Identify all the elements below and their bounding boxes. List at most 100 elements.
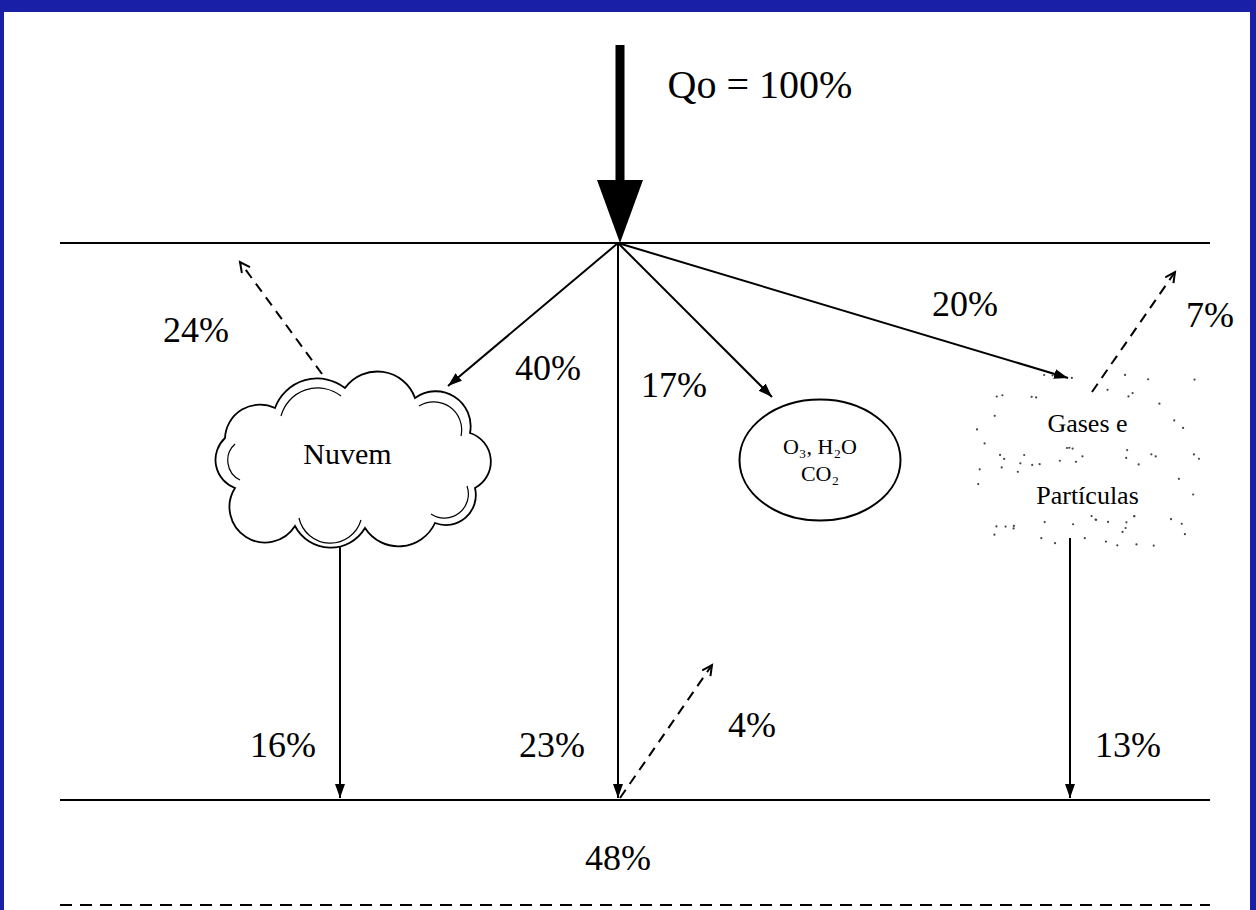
particles-region: Gases e Partículas (995, 379, 1180, 541)
particle-dot (1039, 463, 1041, 465)
particle-dot (979, 468, 981, 470)
particle-dot (1124, 374, 1126, 376)
particle-dot (1004, 525, 1006, 527)
reflected-arrow (1092, 272, 1175, 392)
percent-label: 20% (932, 286, 998, 322)
particle-dot (1003, 458, 1005, 460)
particle-dot (1066, 447, 1068, 449)
node-text: Gases e Partículas (1013, 388, 1163, 532)
particle-dot (1125, 521, 1127, 523)
particle-dot (1198, 458, 1200, 460)
particle-dot (1182, 427, 1184, 429)
particle-dot (976, 428, 978, 430)
particle-dot (1150, 453, 1152, 455)
reflected-arrow (620, 665, 712, 798)
particle-dot (1051, 374, 1053, 376)
particle-dot (1193, 453, 1195, 455)
particle-dot (1081, 455, 1083, 457)
dots-outline (995, 379, 1180, 541)
particle-dot (1031, 396, 1033, 398)
ellipse-outline (740, 400, 901, 521)
percent-label: 40% (515, 350, 581, 386)
flux-arrow (448, 243, 618, 386)
flux-arrow (618, 243, 1068, 378)
particle-dot (1001, 394, 1003, 396)
particle-dot (1017, 471, 1019, 473)
particle-dot (1173, 419, 1175, 421)
particle-dot (1170, 518, 1172, 520)
percent-label: 23% (519, 727, 585, 763)
reflected-arrow (240, 262, 322, 374)
particle-dot (1158, 403, 1160, 405)
particle-dot (1124, 527, 1126, 529)
cloud-outline (216, 372, 491, 548)
particle-dot (1019, 462, 1021, 464)
ellipse-outline (738, 398, 902, 522)
particle-dot (1044, 521, 1046, 523)
surface-line (60, 799, 1210, 801)
particle-dot (977, 483, 979, 485)
particle-dot (1138, 463, 1140, 465)
particle-dot (1023, 454, 1025, 456)
diffuse-arrow (1069, 538, 1071, 798)
particle-dot (999, 454, 1001, 456)
particle-dot (993, 534, 995, 536)
particle-dot (1131, 392, 1133, 394)
particle-dot (1068, 447, 1070, 449)
particle-dot (1116, 544, 1118, 546)
particle-dot (1054, 542, 1056, 544)
particle-dot (983, 442, 985, 444)
percent-label: 13% (1095, 727, 1161, 763)
particle-dot (996, 395, 998, 397)
percent-label: 17% (641, 367, 707, 403)
particle-dot (1059, 460, 1061, 462)
top-of-atmosphere-line (60, 242, 1210, 244)
particle-dot (1127, 395, 1129, 397)
particle-dot (1135, 543, 1137, 545)
particle-dot (1107, 521, 1109, 523)
particle-dot (1072, 523, 1074, 525)
particle-dot (1193, 378, 1195, 380)
diffuse-arrow (339, 542, 341, 798)
particle-dot (1072, 447, 1074, 449)
particle-dot (1153, 544, 1155, 546)
incoming-arrow-head (597, 180, 643, 243)
particle-dot (1075, 461, 1077, 463)
particle-dot (1012, 527, 1014, 529)
particle-dot (994, 415, 996, 417)
particle-dot (1192, 493, 1194, 495)
percent-label: 48% (585, 840, 651, 876)
particle-dot (995, 525, 997, 527)
particle-dot (1133, 515, 1135, 517)
percent-label: 4% (728, 707, 776, 743)
particle-dot (1031, 464, 1033, 466)
flux-arrow (617, 243, 619, 798)
particle-dot (1013, 525, 1015, 527)
particle-dot (1125, 457, 1127, 459)
particle-dot (1095, 519, 1097, 521)
particle-dot (1094, 519, 1096, 521)
particle-dot (1084, 537, 1086, 539)
absorbed-dashed-line (60, 904, 1210, 906)
percent-label: 16% (250, 727, 316, 763)
incoming-flux-label: Qo = 100% (668, 65, 853, 105)
percent-label: 7% (1186, 297, 1234, 333)
node-text: Nuvem (303, 436, 391, 472)
white-panel (4, 12, 1250, 910)
particle-dot (1105, 540, 1107, 542)
cloud-node: Nuvem (195, 368, 500, 540)
incoming-arrow-shaft (616, 45, 625, 186)
particle-dot (1106, 389, 1108, 391)
particle-dot (1043, 374, 1045, 376)
particle-dot (1133, 515, 1135, 517)
particle-dot (1181, 523, 1183, 525)
particle-dot (1040, 537, 1042, 539)
particle-dot (1184, 533, 1186, 535)
particle-dot (1090, 515, 1092, 517)
percent-label: 24% (163, 312, 229, 348)
particle-dot (1126, 449, 1128, 451)
particle-dot (1001, 466, 1003, 468)
